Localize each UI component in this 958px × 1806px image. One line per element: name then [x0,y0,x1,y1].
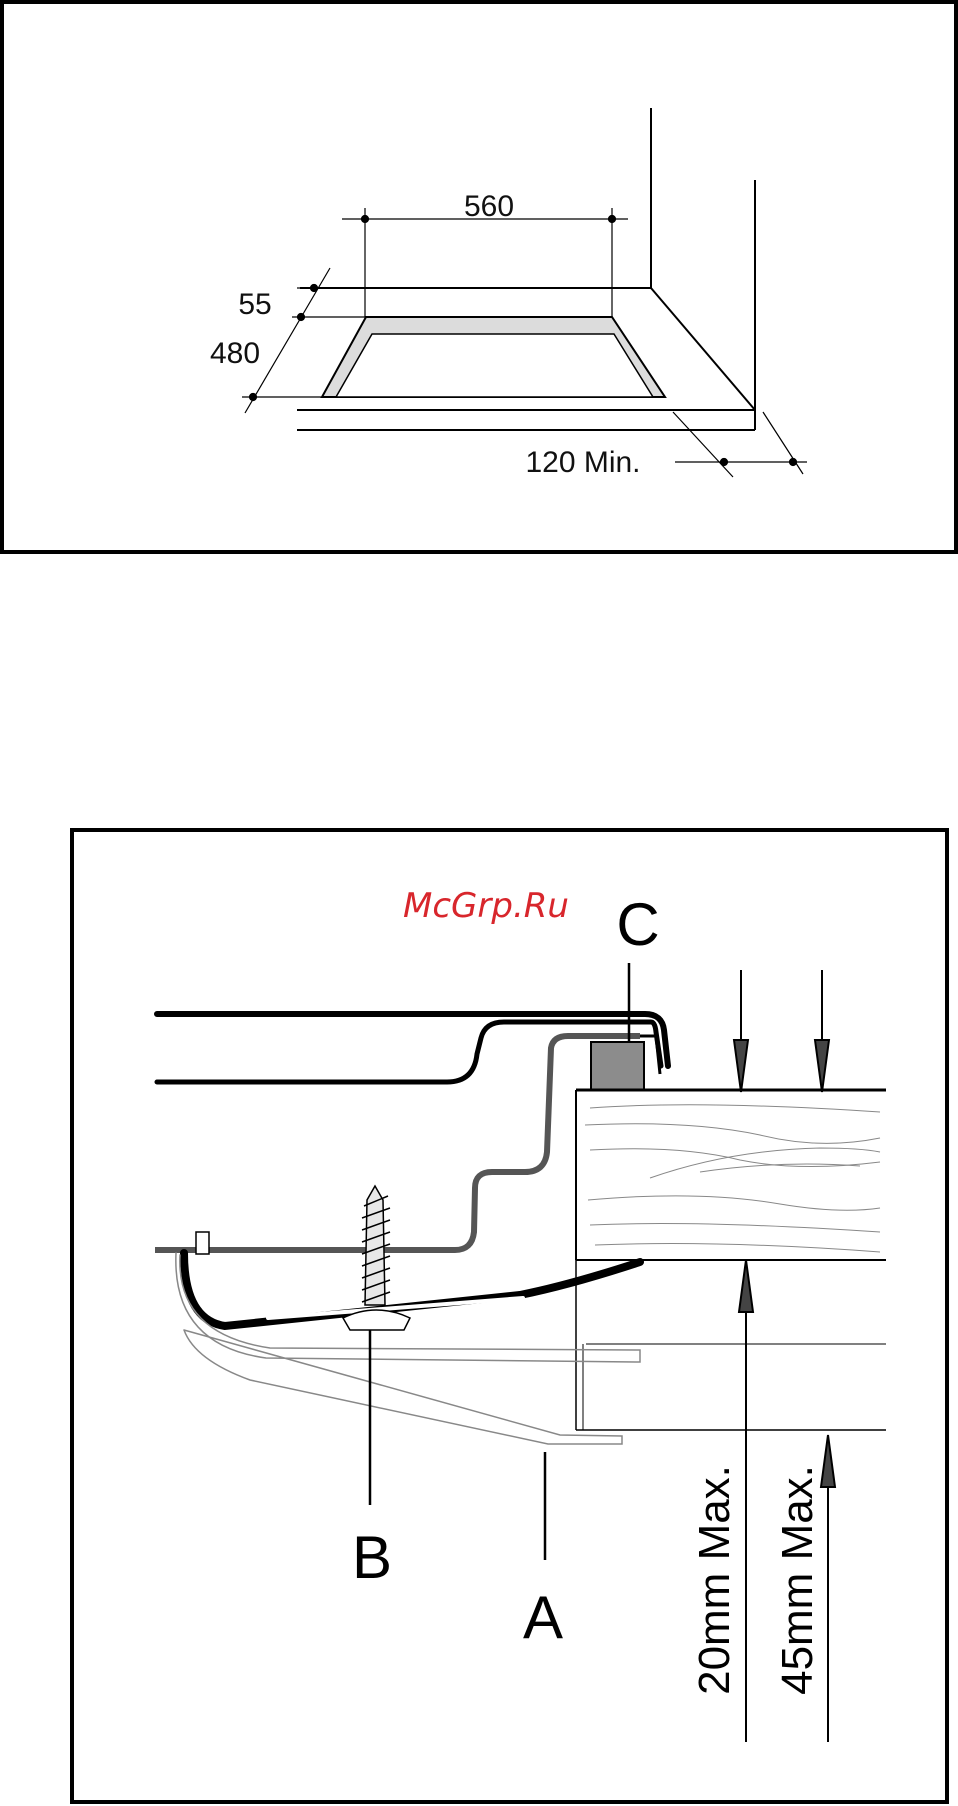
hob-body-profile [155,1036,640,1250]
dimension-560-label: 560 [464,190,514,223]
figure1-frame [2,2,956,552]
dimension-120-min [673,412,807,477]
watermark: McGrp.Ru [403,886,569,926]
label-c: C [616,891,659,958]
cutout-dimension-figure: 560 55 480 120 Min. [2,2,956,552]
bracket-section-figure: McGrp.Ru [72,830,947,1802]
thickness-20-label: 20mm Max. [690,1465,739,1695]
cutout-opening [322,317,665,397]
label-a: A [523,1584,563,1651]
dimension-560 [342,208,628,317]
dimension-55-label: 55 [238,288,271,321]
dimension-480-label: 480 [210,337,260,370]
thickness-45-label: 45mm Max. [773,1465,822,1695]
worktop-section [576,1090,886,1430]
bracket-a [176,1232,640,1444]
label-b: B [352,1524,392,1591]
seal-c [591,1042,644,1091]
dimension-120-min-label: 120 Min. [525,446,640,479]
